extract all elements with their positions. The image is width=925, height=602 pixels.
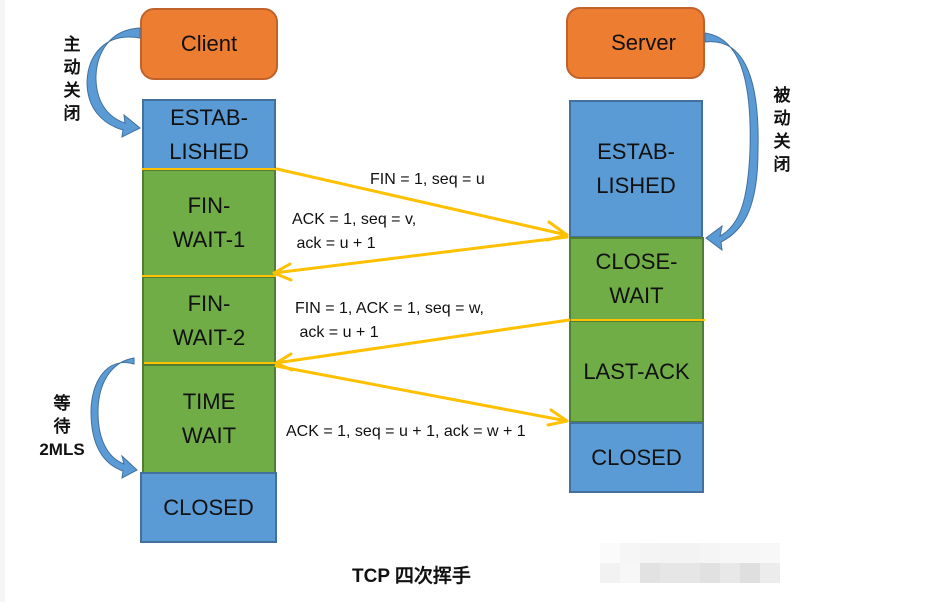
- wait-2mls-note: 等 待 2MLS: [39, 394, 85, 459]
- server-state-closed: CLOSED: [569, 422, 704, 493]
- client-state-fin-wait-2: FIN- WAIT-2: [142, 276, 276, 365]
- curved-arrow-active-close: [86, 27, 141, 138]
- passive-close-note: 被 动 关 闭: [773, 86, 791, 174]
- client-divider: [142, 275, 276, 277]
- client-state-established: ESTAB- LISHED: [142, 99, 276, 170]
- watermark-blur: [600, 543, 780, 583]
- state-label: TIME WAIT: [181, 389, 237, 448]
- state-label: CLOSE- WAIT: [595, 249, 678, 308]
- message-label-ack: ACK = 1, seq = v, ack = u + 1: [292, 211, 417, 252]
- message-label-final-ack: ACK = 1, seq = u + 1, ack = w + 1: [286, 423, 526, 440]
- server-state-last-ack: LAST-ACK: [569, 320, 704, 423]
- page-margin: [0, 0, 5, 602]
- message-label-fin: FIN = 1, seq = u: [370, 171, 485, 188]
- state-label: LAST-ACK: [583, 358, 690, 384]
- client-label: Client: [180, 31, 238, 56]
- server-label: Server: [611, 30, 676, 55]
- server-node: Server: [566, 7, 705, 79]
- client-state-time-wait: TIME WAIT: [142, 364, 276, 474]
- arrow-final-ack: [274, 364, 569, 427]
- state-label: CLOSED: [591, 444, 682, 470]
- server-divider: [571, 319, 705, 321]
- client-divider: [144, 362, 276, 364]
- server-state-established: ESTAB- LISHED: [569, 100, 703, 238]
- server-state-close-wait: CLOSE- WAIT: [569, 237, 704, 321]
- client-divider: [142, 168, 276, 170]
- active-close-note: 主 动 关 闭: [63, 35, 81, 123]
- state-label: CLOSED: [163, 494, 254, 520]
- diagram-title: TCP 四次挥手: [352, 566, 471, 587]
- state-label: FIN- WAIT-1: [172, 193, 246, 252]
- client-node: Client: [140, 8, 278, 80]
- curved-arrow-wait: [90, 357, 138, 479]
- client-state-closed: CLOSED: [140, 472, 277, 543]
- state-label: FIN- WAIT-2: [172, 290, 246, 350]
- message-label-fin-ack: FIN = 1, ACK = 1, seq = w, ack = u + 1: [295, 300, 484, 341]
- state-label: ESTAB- LISHED: [169, 104, 249, 164]
- curved-arrow-passive-close: [704, 32, 759, 252]
- arrow-ack: [272, 235, 569, 282]
- state-label: ESTAB- LISHED: [596, 139, 676, 198]
- arrow-fin: [275, 167, 569, 242]
- arrow-fin-ack: [274, 318, 571, 372]
